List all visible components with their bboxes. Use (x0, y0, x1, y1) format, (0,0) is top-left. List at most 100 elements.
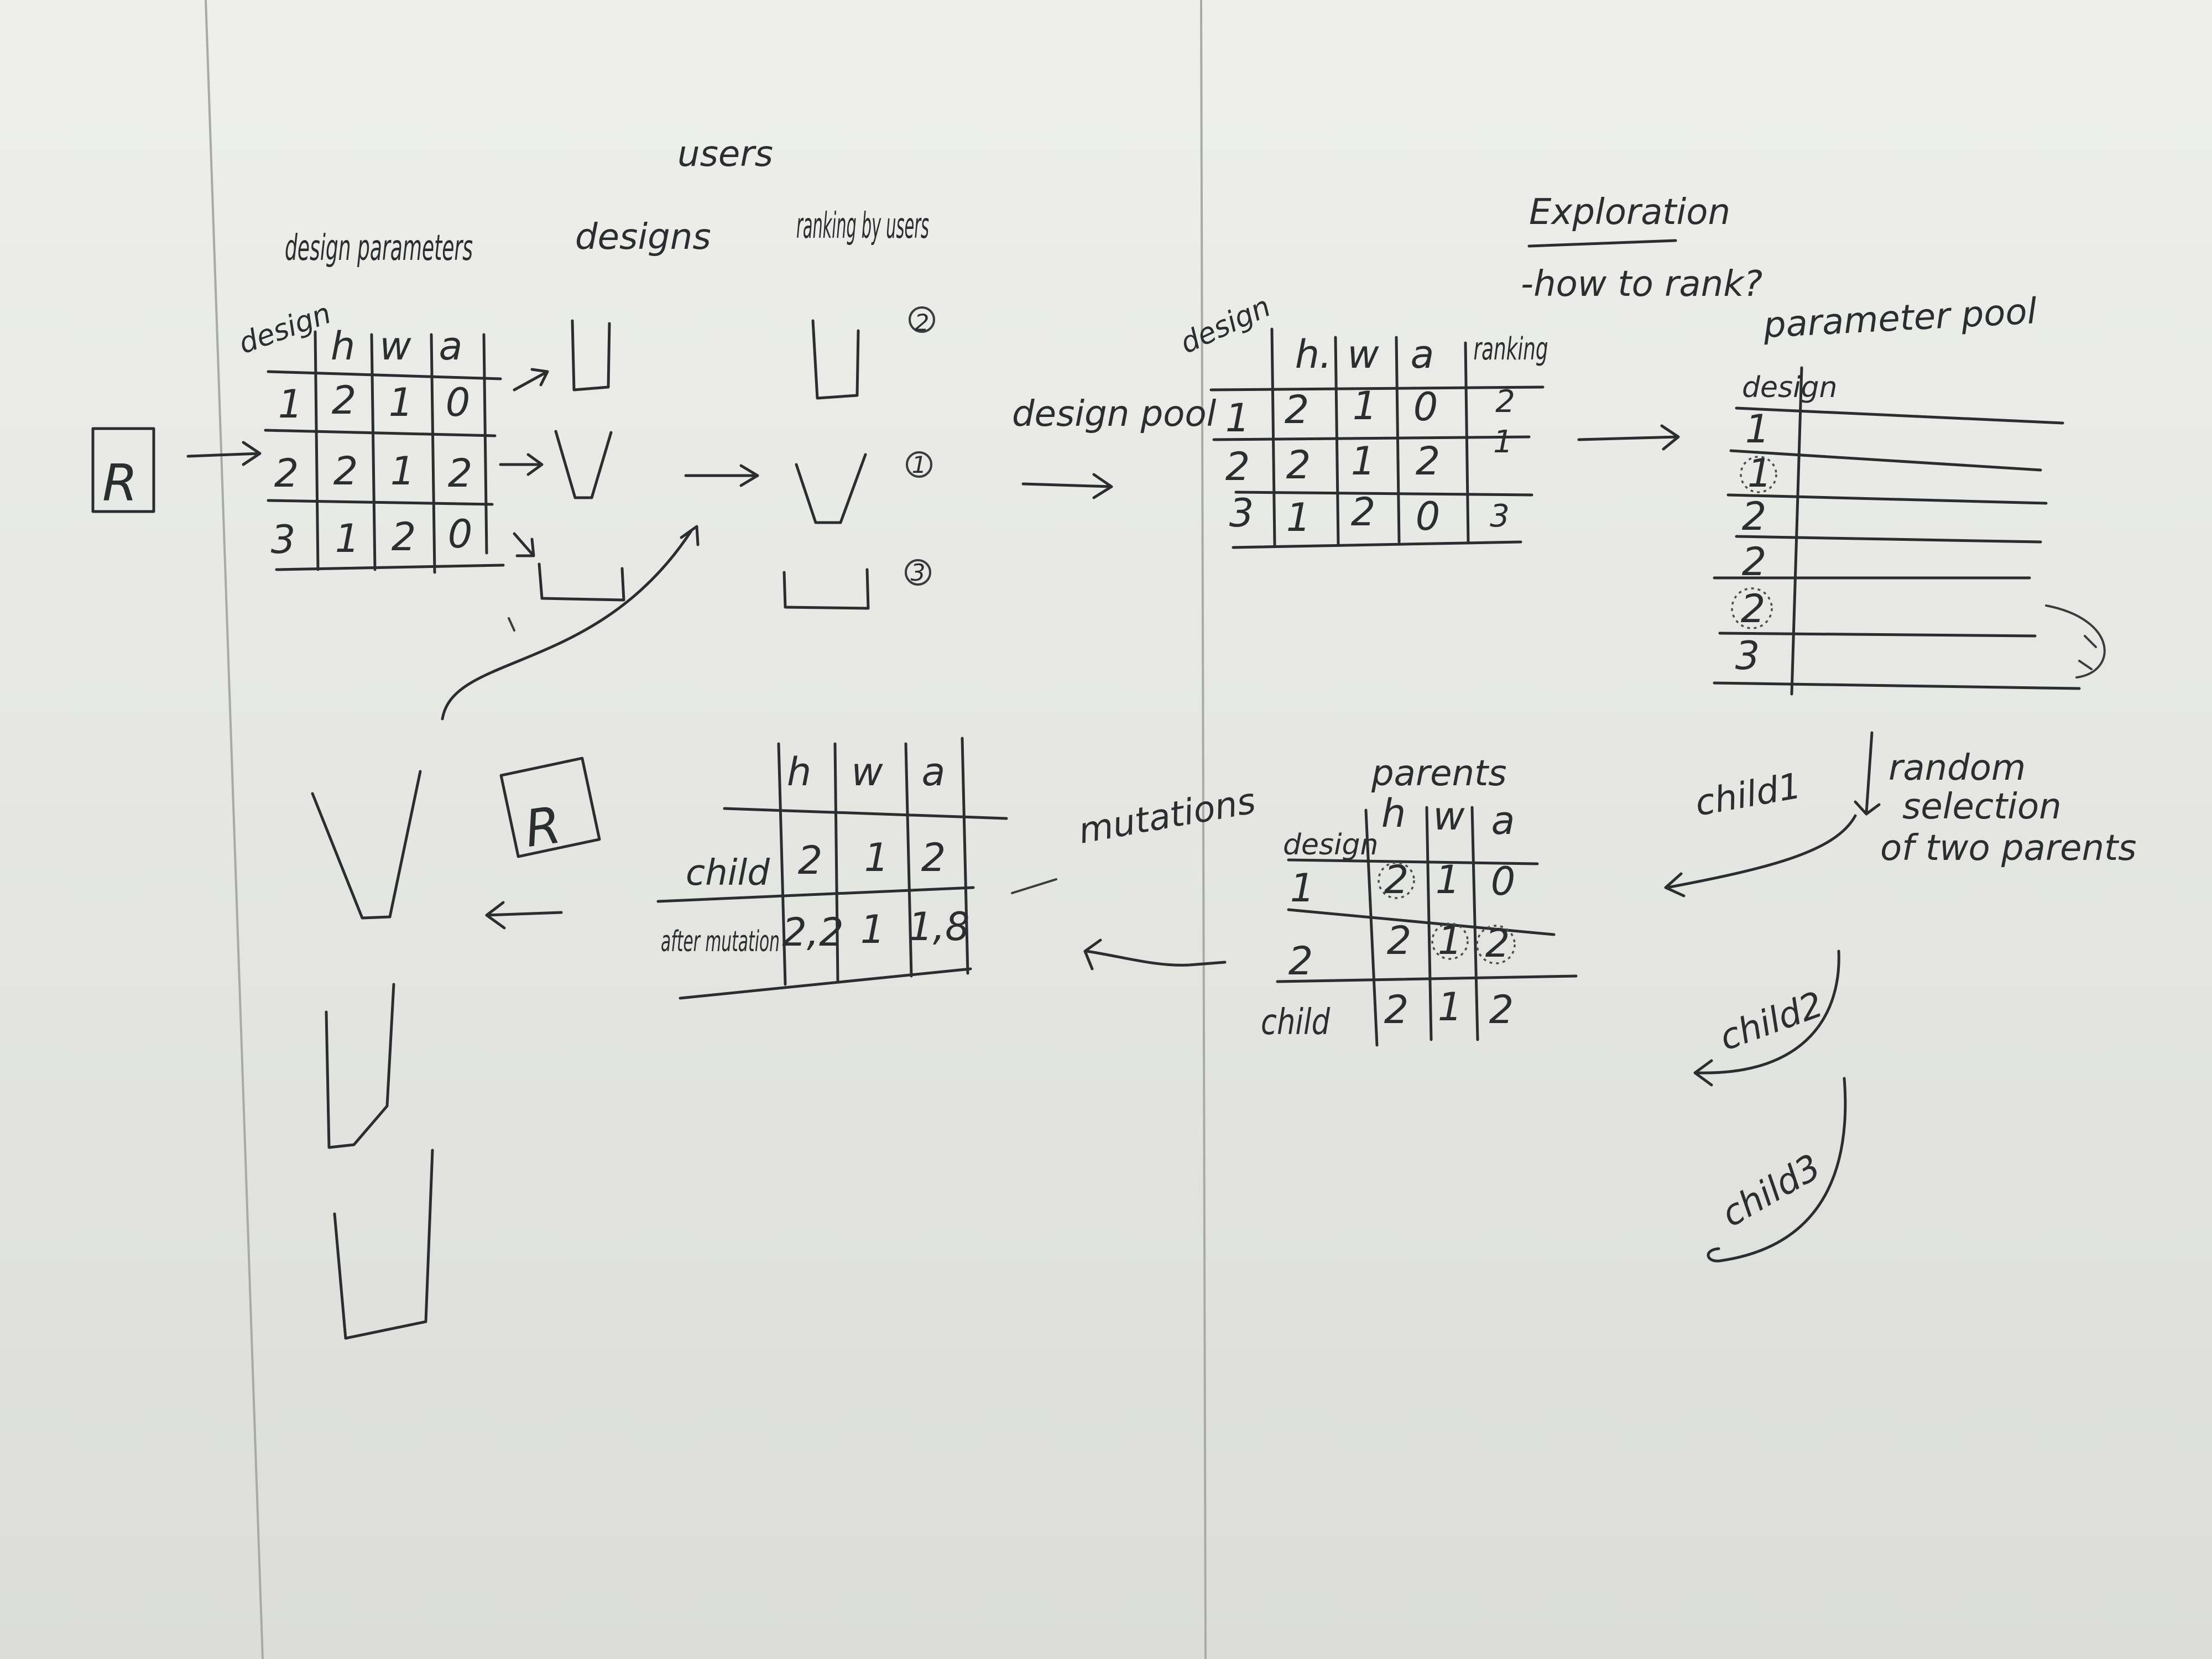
arrow-row3 (513, 532, 535, 557)
child2-label: child2 (1714, 984, 1828, 1059)
mutation-header-h: h (787, 749, 811, 795)
parents-hline (1276, 974, 1578, 983)
params-hline (267, 499, 494, 506)
pool-cell: 1 (1353, 383, 1378, 429)
parents-vline (1425, 806, 1433, 1041)
mutation-cell: 2 (798, 838, 823, 883)
pool-cell: 1 (1493, 424, 1513, 460)
parents-vline (1470, 806, 1479, 1041)
parents-vline (1364, 808, 1379, 1047)
parameter-pool-row: 3 (1735, 633, 1760, 679)
arrow-row1 (513, 368, 549, 392)
pool-vline (1270, 327, 1276, 546)
ranked-shape-3 (782, 568, 870, 610)
arrow-r-to-params (186, 441, 262, 466)
mutated-shape-3 (333, 1149, 434, 1340)
parents-cell: 0 (1491, 859, 1516, 904)
parents-hline (1287, 908, 1556, 936)
mutation-cell: 1 (860, 907, 885, 952)
parameter-pool-hline (1718, 632, 2037, 638)
params-cell: 1 (278, 382, 303, 427)
params-vline (314, 330, 320, 571)
params-table: design h w a 1 2 1 0 2 2 1 2 3 1 2 0 (234, 297, 505, 574)
pool-cell: 1 (1225, 395, 1250, 441)
pool-header: w (1347, 332, 1379, 377)
panel-seam-left (205, 0, 264, 1659)
mutation-vline (961, 737, 969, 975)
selected-marker (1731, 587, 1773, 629)
rank-number: 2 (915, 309, 930, 336)
parameter-pool-hline (1726, 493, 2048, 505)
random-selection-bracket (1854, 731, 1881, 816)
mutations-link (1011, 878, 1057, 894)
pool-vline (1334, 336, 1340, 546)
design-shape-3 (538, 562, 625, 602)
mutation-row-label: child (686, 853, 770, 894)
rank-circle (906, 451, 932, 478)
parameter-pool-row: 1 (1747, 451, 1772, 496)
design-shape-1 (571, 319, 611, 392)
rank-circle (909, 306, 935, 333)
params-hline (264, 429, 497, 437)
params-corner-label: design (234, 297, 336, 361)
parameter-pool-brace (2045, 604, 2106, 679)
exploration-subtitle: -how to rank? (1521, 264, 1762, 305)
random-selection-line-1: random (1888, 748, 2026, 789)
pool-cell: 2 (1351, 489, 1376, 535)
parameter-pool-title: parameter pool (1762, 291, 2038, 346)
arrow-to-mutated (485, 901, 563, 930)
parameter-pool-row: 2 (1742, 494, 1767, 539)
gene-selection-marker (1378, 862, 1415, 899)
params-header-h: h (331, 324, 355, 369)
pool-cell: 1 (1351, 439, 1376, 484)
parents-cell: 2 (1485, 921, 1510, 966)
parameter-pool-hline (1735, 406, 2064, 425)
mutation-header-a: a (922, 749, 946, 795)
params-cell: 1 (389, 380, 414, 425)
parents-cell: 1 (1436, 857, 1460, 902)
ranking-heading: ranking by users (796, 206, 929, 247)
r-box-2 (499, 757, 601, 858)
pool-cell: 2 (1495, 384, 1515, 420)
arrow-to-mutations (1083, 938, 1227, 971)
mutation-vline (777, 742, 787, 986)
pool-cell: 2 (1225, 444, 1250, 489)
pool-header: ranking (1474, 331, 1548, 367)
mutation-hline (723, 807, 1008, 820)
parents-table: parents design h w a 1 2 1 0 2 2 1 2 chi… (1261, 753, 1578, 1047)
pool-table: design h. w a ranking 1 2 1 0 2 2 2 1 2 … (1175, 290, 1548, 549)
mutation-cell: 2 (921, 835, 946, 880)
rank-number: 1 (912, 451, 927, 478)
mutation-hline (679, 967, 972, 1000)
pool-cell: 2 (1286, 442, 1311, 488)
pool-cell: 2 (1285, 387, 1310, 432)
child3-label: child3 (1715, 1146, 1828, 1235)
params-header-w: w (379, 324, 411, 369)
parents-row-label: 1 (1290, 865, 1315, 911)
params-cell: 2 (392, 514, 416, 560)
pool-hline (1212, 435, 1531, 441)
pool-vline (1395, 336, 1401, 544)
mutation-cell: 1 (864, 835, 889, 880)
parents-header-w: w (1433, 794, 1465, 839)
pool-header: a (1411, 332, 1434, 377)
mutated-shape-1 (311, 770, 422, 920)
arrow-child2 (1693, 950, 1840, 1087)
params-cell: 1 (335, 516, 360, 561)
params-hline (275, 564, 505, 571)
selected-marker (1740, 456, 1777, 493)
params-cell: 3 (271, 517, 296, 562)
arrow-design-pool (1021, 473, 1113, 499)
arrow-child3 (1707, 1077, 1847, 1262)
pool-cell: 3 (1229, 491, 1254, 536)
designs-heading: designs (575, 217, 711, 258)
exploration-title: Exploration (1529, 192, 1730, 233)
r-box-label: R (102, 453, 138, 513)
mutation-header-w: w (851, 749, 883, 795)
return-curve-arrow (441, 525, 700, 721)
parameter-pool-header: design (1742, 371, 1838, 404)
ranked-shape-2 (795, 453, 867, 524)
child1-label: child1 (1692, 765, 1804, 824)
design-parameters-heading: design parameters (285, 228, 473, 269)
